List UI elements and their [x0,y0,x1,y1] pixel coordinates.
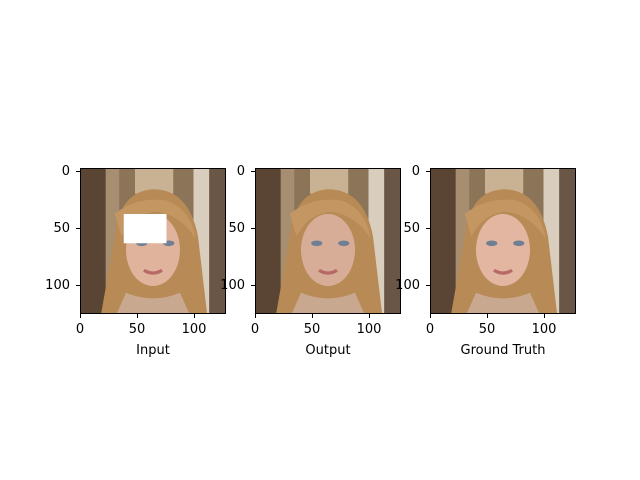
ytick-50: 50 [403,221,420,236]
ytick-50: 50 [53,221,70,236]
face-photo [81,169,225,313]
xtick-0: 0 [75,322,85,337]
xtick-0: 0 [425,322,435,337]
xtick-50: 50 [303,322,321,337]
xtick-100: 100 [531,322,557,337]
xtick-100: 100 [356,322,382,337]
ytick-50: 50 [228,221,245,236]
xlabel-input: Input [136,343,170,358]
xtick-0: 0 [250,322,260,337]
face-image-ground-truth [430,168,576,314]
face-image-output [255,168,401,314]
xlabel-output: Output [305,343,351,358]
face-image-input [80,168,226,314]
mask-rectangle [123,214,167,244]
ytick-0: 0 [236,164,245,179]
xtick-50: 50 [478,322,496,337]
xlabel-ground-truth: Ground Truth [460,343,546,358]
ytick-100: 100 [395,278,420,293]
face-photo [256,169,400,313]
ytick-100: 100 [45,278,70,293]
face-photo [431,169,575,313]
ytick-0: 0 [411,164,420,179]
xtick-100: 100 [181,322,207,337]
xtick-50: 50 [128,322,146,337]
ytick-100: 100 [220,278,245,293]
ytick-0: 0 [61,164,70,179]
